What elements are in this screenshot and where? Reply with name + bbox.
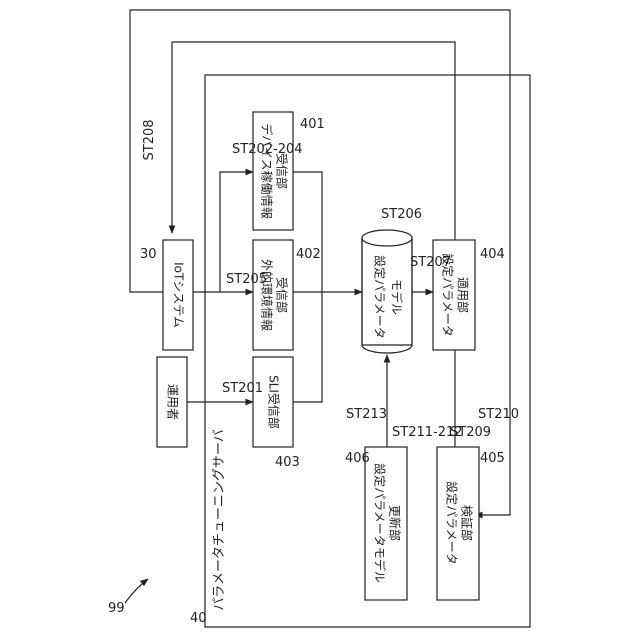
env-info-receiver-line2: 受信部: [275, 277, 290, 313]
sli-to-model-line: [293, 292, 322, 402]
step-st202-204: ST202-204: [232, 142, 303, 157]
model-update-number: 406: [345, 451, 370, 466]
figure-number: 99: [108, 601, 125, 616]
device-info-receiver-number: 401: [300, 117, 325, 132]
sli-receiver-number: 403: [275, 455, 300, 470]
param-verify-line1: 設定パラメータ: [445, 481, 460, 565]
sli-receiver-label: SLI受信部: [267, 375, 282, 429]
param-verify-number: 405: [480, 451, 505, 466]
step-st205: ST205: [226, 272, 267, 287]
step-st207: ST207: [410, 255, 451, 270]
operator-label: 運用者: [166, 384, 180, 420]
step-st209: ST209: [450, 425, 491, 440]
parameter-model-line1: 設定パラメータ: [373, 255, 388, 339]
device-to-model-line: [293, 172, 322, 292]
step-st201: ST201: [222, 381, 263, 396]
env-info-receiver-line1: 外的環境情報: [260, 259, 275, 331]
step-st208: ST208: [142, 119, 157, 160]
env-info-receiver-number: 402: [296, 247, 321, 262]
step-st206: ST206: [381, 207, 422, 222]
model-update-line2: 更新部: [388, 505, 403, 541]
param-verify-line2: 検証部: [460, 505, 475, 541]
parameter-model-line2: モデル: [390, 279, 405, 315]
device-info-receiver-line1: デバイス稼働情報: [260, 123, 275, 219]
iot-system-label: IoTシステム: [172, 262, 186, 328]
iot-system-number: 30: [140, 247, 157, 262]
step-st213: ST213: [346, 407, 387, 422]
tuning-server-number: 40: [190, 611, 207, 626]
step-st210: ST210: [478, 407, 519, 422]
device-info-receiver-line2: 受信部: [275, 153, 290, 189]
figure-number-arrow: [125, 579, 148, 603]
tuning-server-label: パラメータチューニングサーバ: [212, 429, 227, 610]
param-apply-line2: 適用部: [456, 277, 471, 313]
model-update-line1: 設定パラメータモデル: [373, 463, 388, 583]
param-apply-number: 404: [480, 247, 505, 262]
